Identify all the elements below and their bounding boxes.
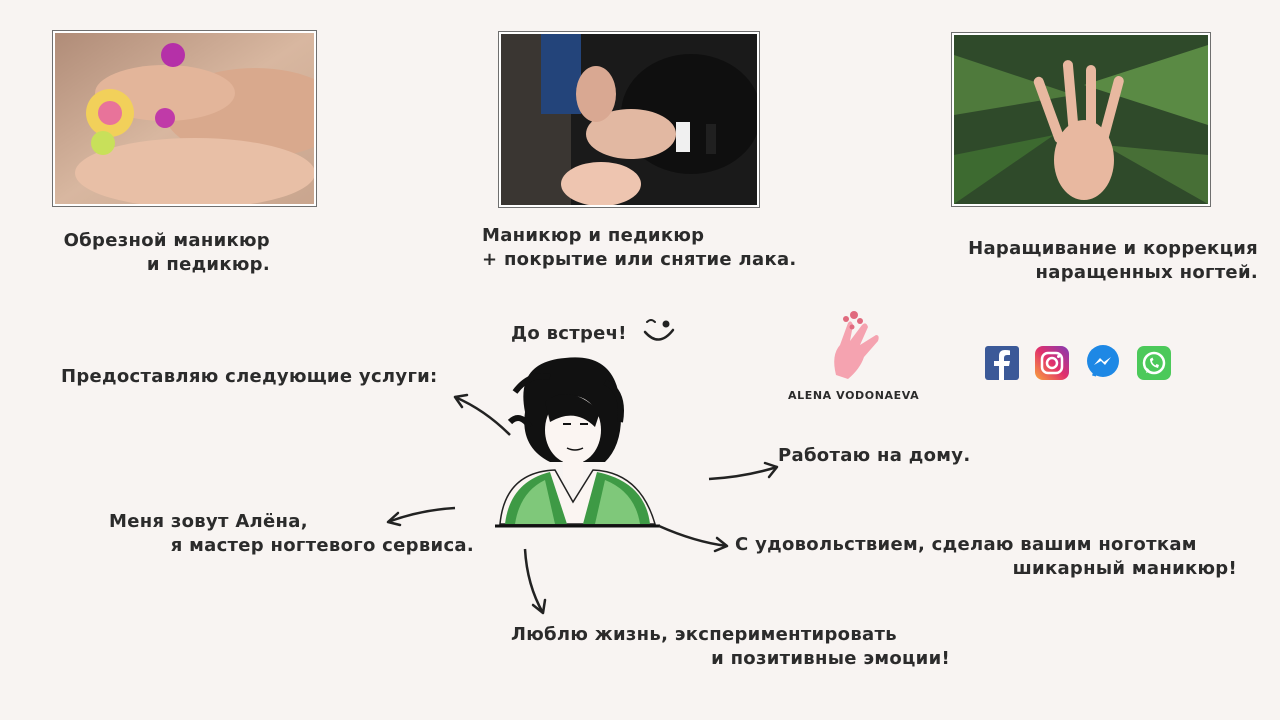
- life-text: Люблю жизнь, экспериментировать и позити…: [505, 623, 950, 671]
- service-caption-line: + покрытие или снятие лака.: [482, 249, 797, 270]
- promise-text-line: С удовольствием, сделаю вашим ноготкам: [735, 534, 1197, 555]
- wink-smiley-icon: [643, 319, 675, 341]
- arrow-to-services: [453, 393, 511, 436]
- arrow-to-promise: [658, 524, 729, 553]
- manicure-photo: [499, 32, 759, 207]
- woman-portrait-illustration: [495, 357, 660, 528]
- life-text-line: и позитивные эмоции!: [711, 648, 950, 669]
- facebook-icon[interactable]: [985, 346, 1019, 380]
- service-caption-manicure: Маникюр и педикюр + покрытие или снятие …: [482, 224, 797, 272]
- service-caption-extension: Наращивание и коррекция наращенных ногте…: [920, 237, 1258, 285]
- service-caption-line: наращенных ногтей.: [1035, 262, 1258, 283]
- life-text-line: Люблю жизнь, экспериментировать: [511, 624, 897, 645]
- arrow-to-home: [708, 461, 779, 481]
- nail-extension-photo: [952, 33, 1210, 206]
- greeting-text: До встреч!: [511, 323, 627, 344]
- services-offer-text: Предоставляю следующие услуги:: [61, 366, 438, 387]
- arrow-to-life: [523, 548, 547, 615]
- promise-text-line: шикарный маникюр!: [1012, 558, 1237, 579]
- promise-text: С удовольствием, сделаю вашим ноготкам ш…: [730, 533, 1237, 581]
- brand-hand-logo-icon: [834, 311, 879, 379]
- arrow-to-name: [386, 506, 456, 527]
- name-text-line: Меня зовут Алёна,: [109, 511, 308, 532]
- service-caption-line: Наращивание и коррекция: [968, 238, 1258, 259]
- service-caption-pedicure: Обрезной маникюр и педикюр.: [40, 229, 270, 277]
- name-text: Меня зовут Алёна, я мастер ногтевого сер…: [100, 510, 474, 558]
- pedicure-photo: [53, 31, 316, 206]
- service-caption-line: Маникюр и педикюр: [482, 225, 705, 246]
- brand-name: ALENA VODONAEVA: [788, 389, 920, 402]
- name-text-line: я мастер ногтевого сервиса.: [170, 535, 474, 556]
- messenger-icon[interactable]: [1086, 345, 1120, 379]
- work-home-text: Работаю на дому.: [778, 445, 971, 466]
- whatsapp-icon[interactable]: [1137, 346, 1171, 380]
- service-caption-line: Обрезной маникюр: [63, 230, 270, 251]
- instagram-icon[interactable]: [1035, 346, 1069, 380]
- service-caption-line: и педикюр.: [146, 254, 270, 275]
